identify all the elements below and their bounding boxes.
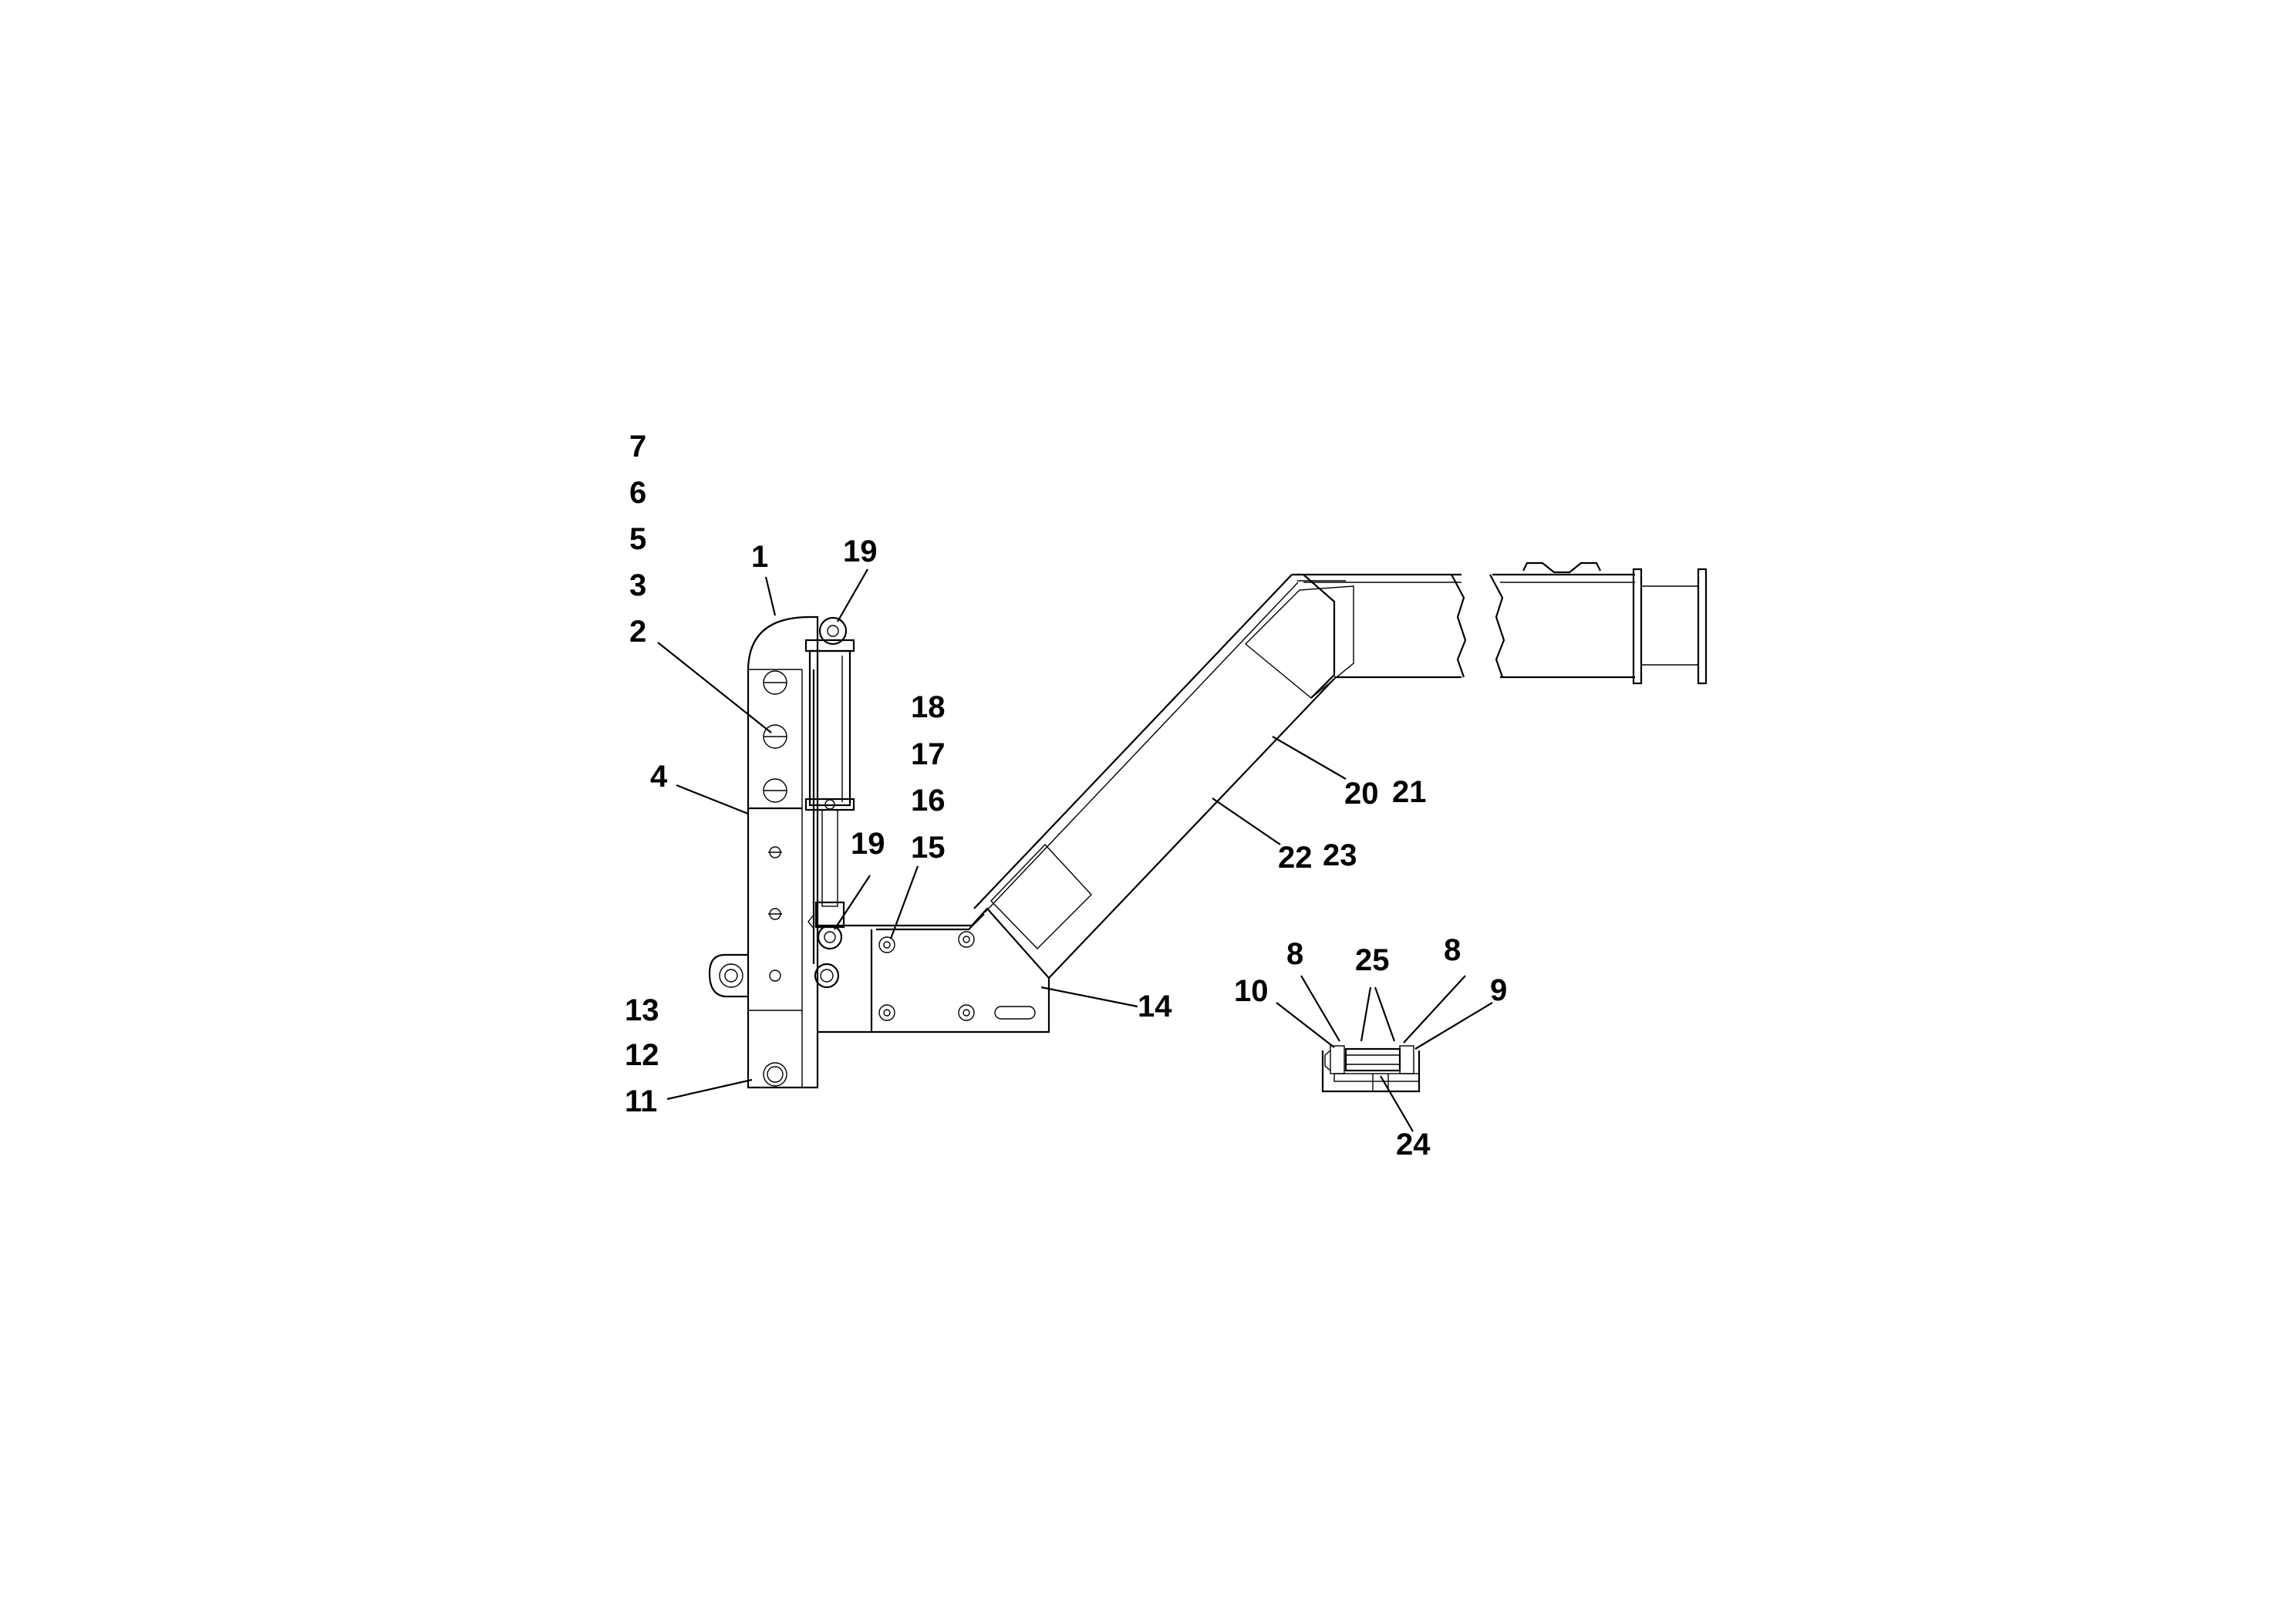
callout-16: 16 (911, 784, 946, 818)
callout-21: 21 (1392, 775, 1427, 809)
callout-12: 12 (625, 1038, 659, 1072)
callout-8-right: 8 (1444, 933, 1461, 967)
callout-5: 5 (629, 522, 646, 556)
callout-7: 7 (629, 430, 646, 464)
callout-18: 18 (911, 690, 946, 724)
callout-19-top: 19 (843, 534, 878, 568)
section-detail (1321, 1045, 1421, 1093)
diagonal-tube (973, 573, 1354, 979)
callout-4: 4 (650, 760, 668, 794)
callout-15: 15 (911, 831, 946, 865)
callout-25: 25 (1355, 943, 1390, 977)
callout-11: 11 (625, 1084, 657, 1118)
leader-lines (657, 568, 1493, 1132)
callout-19-bottom: 19 (851, 827, 885, 861)
callout-2: 2 (629, 615, 646, 649)
callout-13: 13 (625, 993, 659, 1027)
callout-1: 1 (751, 540, 768, 574)
callout-9: 9 (1490, 973, 1507, 1007)
callout-3: 3 (629, 568, 646, 602)
callout-14: 14 (1138, 990, 1172, 1023)
callout-8-left: 8 (1286, 937, 1303, 971)
vertical-post (708, 615, 819, 1089)
callout-6: 6 (629, 476, 646, 510)
callout-22: 22 (1278, 841, 1313, 875)
hydraulic-cylinder (804, 616, 855, 989)
horizontal-tube (1296, 561, 1708, 685)
mount-plate (818, 907, 1050, 1034)
callout-23: 23 (1323, 838, 1357, 872)
callouts: 7 6 5 3 2 1 19 4 18 17 16 15 19 13 12 11… (625, 430, 1507, 1162)
callout-24: 24 (1396, 1128, 1431, 1162)
callout-10: 10 (1234, 974, 1269, 1008)
callout-17: 17 (911, 737, 946, 771)
callout-20: 20 (1344, 777, 1379, 811)
